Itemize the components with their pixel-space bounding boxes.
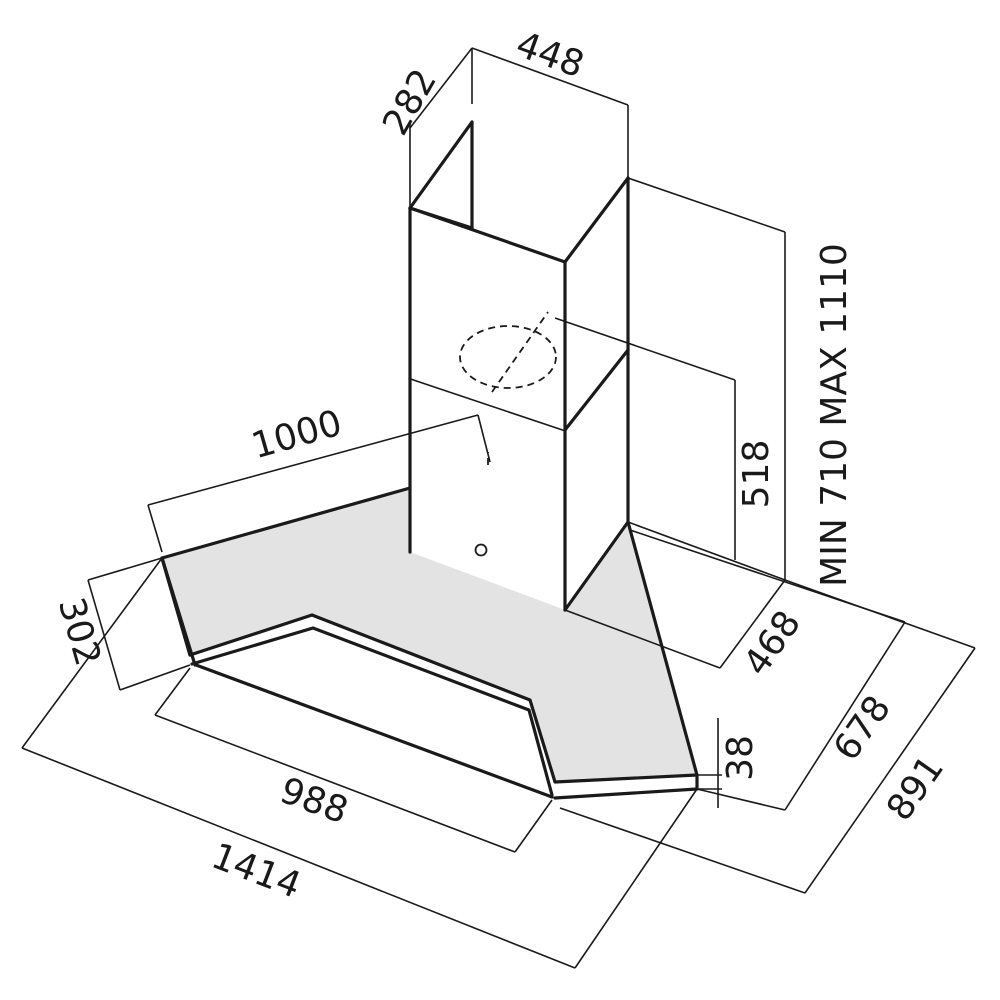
chimney bbox=[408, 120, 630, 612]
label-1000: 1000 bbox=[247, 403, 346, 468]
duct-axis-hidden bbox=[491, 311, 549, 393]
label-518: 518 bbox=[736, 440, 777, 509]
ext-678-top bbox=[629, 529, 906, 623]
label-678: 678 bbox=[826, 689, 899, 769]
dimension-lines bbox=[21, 47, 976, 969]
dim-891 bbox=[804, 647, 976, 894]
ext-1414-right bbox=[574, 788, 698, 969]
ext-1000-left bbox=[147, 504, 163, 553]
ext-302-top bbox=[87, 557, 163, 581]
dim-282 bbox=[409, 47, 473, 129]
upper-chimney-inner-edge bbox=[408, 206, 474, 230]
ext-1000-right bbox=[477, 414, 491, 463]
lower-chimney-base-right bbox=[563, 520, 630, 612]
label-988: 988 bbox=[275, 770, 354, 832]
dim-678 bbox=[784, 621, 906, 811]
ext-302-bottom bbox=[119, 664, 191, 691]
duct-outlet-hidden bbox=[459, 325, 557, 389]
ext-468-left bbox=[564, 609, 721, 669]
dim-988 bbox=[154, 714, 516, 853]
label-302: 302 bbox=[50, 593, 108, 670]
ext-988-left bbox=[154, 667, 191, 716]
ext-518-top bbox=[554, 317, 736, 381]
dim-468 bbox=[719, 579, 786, 669]
label-height-range: MIN 710 MAX 1110 bbox=[814, 243, 855, 587]
canopy-lower-edge-front bbox=[190, 626, 554, 797]
ext-891-bottom bbox=[559, 807, 806, 894]
lower-chimney-side bbox=[565, 350, 628, 610]
canopy-lower-edge-left bbox=[160, 556, 197, 667]
canopy-bottom-strip bbox=[194, 663, 554, 799]
label-891: 891 bbox=[879, 749, 952, 829]
dim-1414 bbox=[21, 747, 576, 969]
ext-988-right bbox=[514, 799, 553, 853]
label-468: 468 bbox=[736, 604, 809, 684]
lower-chimney-front bbox=[410, 378, 565, 610]
indicator-light bbox=[474, 543, 488, 557]
ext-height-top bbox=[627, 177, 786, 233]
upper-chimney-back-edge bbox=[408, 120, 474, 210]
dim-302 bbox=[87, 579, 121, 691]
label-448: 448 bbox=[511, 24, 590, 86]
label-282: 282 bbox=[375, 62, 445, 142]
label-38: 38 bbox=[720, 735, 761, 781]
dim-448 bbox=[471, 47, 629, 106]
dim-1000 bbox=[147, 414, 479, 506]
ext-678-bottom bbox=[696, 788, 786, 811]
ext-1414-left bbox=[21, 557, 163, 749]
ext-518-bottom bbox=[627, 521, 786, 581]
label-1414: 1414 bbox=[206, 836, 306, 907]
upper-chimney-front bbox=[410, 208, 565, 430]
